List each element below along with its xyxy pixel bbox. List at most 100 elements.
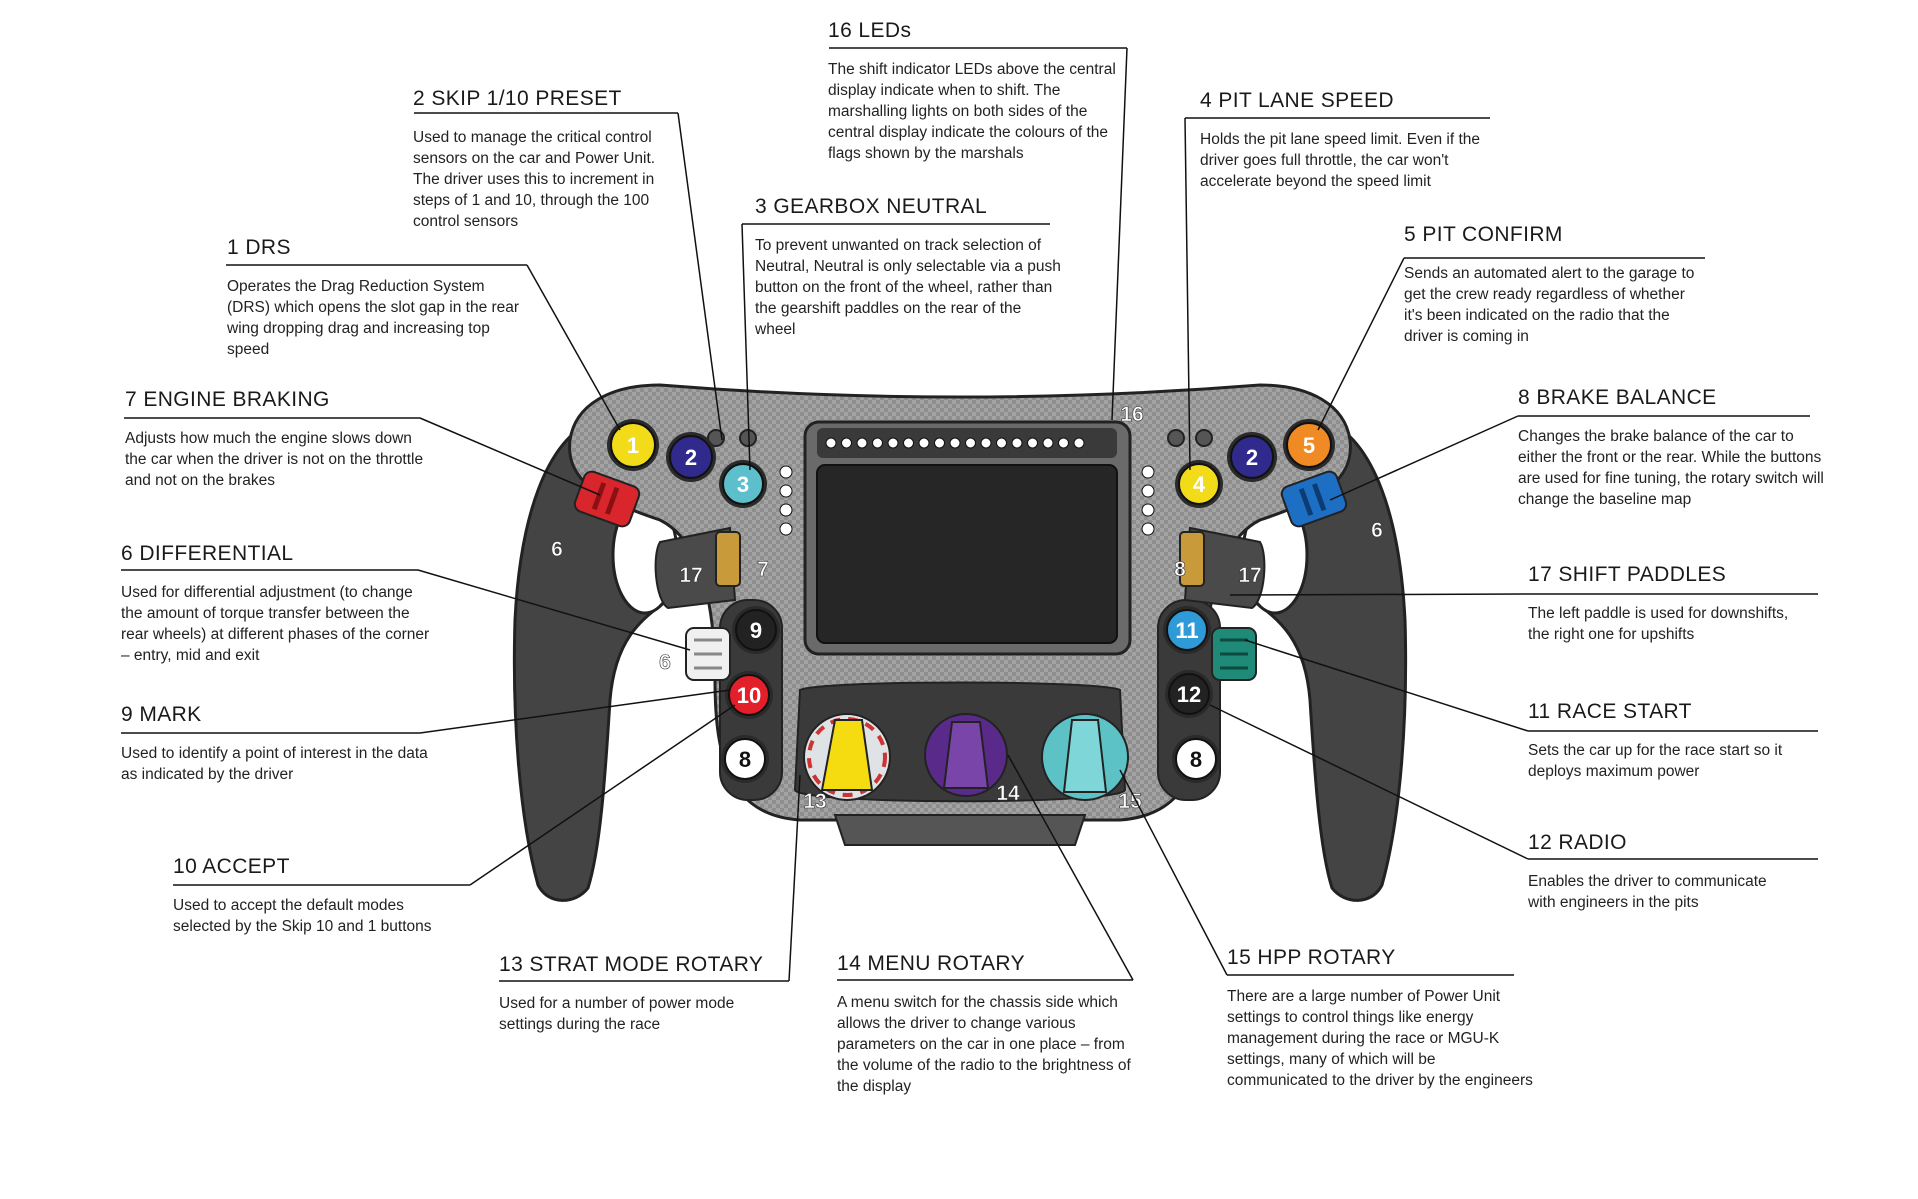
shift-led: [996, 437, 1007, 449]
shift-led: [980, 437, 992, 449]
brake-balance-toggle: [1179, 531, 1205, 587]
button-b11[interactable]: 11: [1163, 606, 1211, 654]
callout-hpp-rotary: 15 HPP ROTARY There are a large number o…: [1227, 946, 1537, 1091]
marshalling-lights-right: [1141, 465, 1155, 536]
wheel-number-label: 6: [1371, 519, 1383, 542]
button-b2r[interactable]: 2: [1227, 432, 1277, 482]
button-b5[interactable]: 5: [1283, 419, 1335, 471]
callout-desc: To prevent unwanted on track selection o…: [755, 237, 1061, 338]
leader-line: [173, 704, 736, 886]
marshalling-light: [779, 484, 793, 498]
callout-desc: There are a large number of Power Unit s…: [1227, 988, 1533, 1089]
button-b8r[interactable]: 8: [1172, 735, 1220, 783]
leader-line: [837, 754, 1134, 981]
callout-title: 3 GEARBOX NEUTRAL: [755, 195, 988, 218]
callout-skip-preset: 2 SKIP 1/10 PRESET Used to manage the cr…: [413, 87, 673, 232]
callout-title: 15 HPP ROTARY: [1227, 946, 1396, 969]
leader-line: [1119, 769, 1514, 976]
button-label: 4: [1193, 472, 1206, 497]
callout-brake-balance: 8 BRAKE BALANCE Changes the brake balanc…: [1518, 386, 1828, 510]
callout-race-start: 11 RACE START Sets the car up for the ra…: [1528, 700, 1798, 782]
marshalling-lights-left: [779, 465, 793, 536]
engine-braking-rotary: [573, 470, 641, 528]
shift-led: [1073, 437, 1085, 449]
button-b1[interactable]: 1: [607, 419, 659, 471]
callout-title: 2 SKIP 1/10 PRESET: [413, 87, 622, 110]
marshalling-light: [779, 522, 793, 536]
callout-title: 1 DRS: [227, 236, 291, 259]
callout-desc: Holds the pit lane speed limit. Even if …: [1200, 131, 1481, 190]
shift-led: [1042, 437, 1054, 449]
button-b2l[interactable]: 2: [666, 432, 716, 482]
button-b4[interactable]: 4: [1175, 460, 1223, 508]
button-label: 3: [737, 472, 749, 497]
callout-title: 7 ENGINE BRAKING: [125, 388, 330, 411]
leader-line: [226, 264, 621, 431]
button-label: 5: [1303, 433, 1315, 458]
callout-desc: Operates the Drag Reduction System (DRS)…: [227, 278, 520, 358]
callout-desc: Sends an automated alert to the garage t…: [1404, 265, 1695, 345]
shift-led: [887, 437, 899, 449]
button-label: 10: [737, 683, 761, 708]
button-b8l[interactable]: 8: [721, 735, 769, 783]
leader-line: [499, 774, 801, 982]
marshalling-light: [1141, 465, 1155, 479]
callout-desc: Used for a number of power mode settings…: [499, 995, 735, 1033]
leader-lines: [121, 47, 1818, 982]
button-label: 1: [627, 433, 639, 458]
shift-led: [903, 437, 914, 449]
shift-led: [1027, 437, 1038, 449]
callout-desc: Used to identify a point of interest in …: [121, 745, 428, 783]
callout-engine-braking: 7 ENGINE BRAKING Adjusts how much the en…: [125, 388, 435, 491]
shift-led: [825, 437, 837, 449]
callout-title: 6 DIFFERENTIAL: [121, 542, 294, 565]
central-display: [816, 464, 1118, 644]
shift-led: [1011, 437, 1023, 449]
callout-gearbox-neutral: 3 GEARBOX NEUTRAL To prevent unwanted on…: [755, 195, 1065, 340]
leader-line: [1209, 704, 1818, 860]
shift-led: [872, 437, 883, 449]
wheel-number-label: 6: [551, 538, 563, 561]
leader-line: [414, 112, 723, 441]
strat-mode-rotary: [803, 713, 891, 801]
button-b10[interactable]: 10: [725, 671, 773, 719]
button-b9[interactable]: 9: [732, 606, 780, 654]
callout-desc: The shift indicator LEDs above the centr…: [828, 61, 1116, 162]
shift-led: [965, 437, 976, 449]
callout-desc: Sets the car up for the race start so it…: [1528, 742, 1783, 780]
callout-leds: 16 LEDs The shift indicator LEDs above t…: [828, 19, 1128, 164]
button-label: 2: [685, 445, 697, 470]
callout-title: 10 ACCEPT: [173, 855, 290, 878]
leader-line: [1244, 639, 1818, 732]
callout-desc: A menu switch for the chassis side which…: [837, 994, 1131, 1095]
callout-title: 9 MARK: [121, 703, 202, 726]
shift-leds: [825, 437, 1085, 449]
callout-title: 5 PIT CONFIRM: [1404, 223, 1563, 246]
marshalling-light: [1141, 522, 1155, 536]
callout-pit-confirm: 5 PIT CONFIRM Sends an automated alert t…: [1404, 223, 1704, 347]
callout-title: 4 PIT LANE SPEED: [1200, 89, 1394, 112]
shift-led: [1058, 437, 1069, 449]
shift-led: [934, 437, 945, 449]
wheel-number-label: 8: [1174, 558, 1186, 581]
engine-braking-toggle: [715, 531, 741, 587]
leader-line: [124, 417, 601, 496]
shift-led: [949, 437, 961, 449]
callout-title: 16 LEDs: [828, 19, 912, 42]
button-b3[interactable]: 3: [719, 460, 767, 508]
marshalling-light: [1141, 484, 1155, 498]
wheel-number-label: 7: [757, 558, 769, 581]
button-label: 2: [1246, 445, 1258, 470]
callout-title: 14 MENU ROTARY: [837, 952, 1026, 975]
callout-title: 8 BRAKE BALANCE: [1518, 386, 1717, 409]
callout-title: 12 RADIO: [1528, 831, 1627, 854]
callout-desc: The left paddle is used for downshifts, …: [1528, 605, 1789, 643]
button-b12[interactable]: 12: [1165, 670, 1213, 718]
callout-drs: 1 DRS Operates the Drag Reduction System…: [227, 236, 527, 360]
callout-desc: Changes the brake balance of the car to …: [1518, 428, 1824, 508]
leader-line: [1329, 415, 1810, 501]
shift-led: [918, 437, 930, 449]
